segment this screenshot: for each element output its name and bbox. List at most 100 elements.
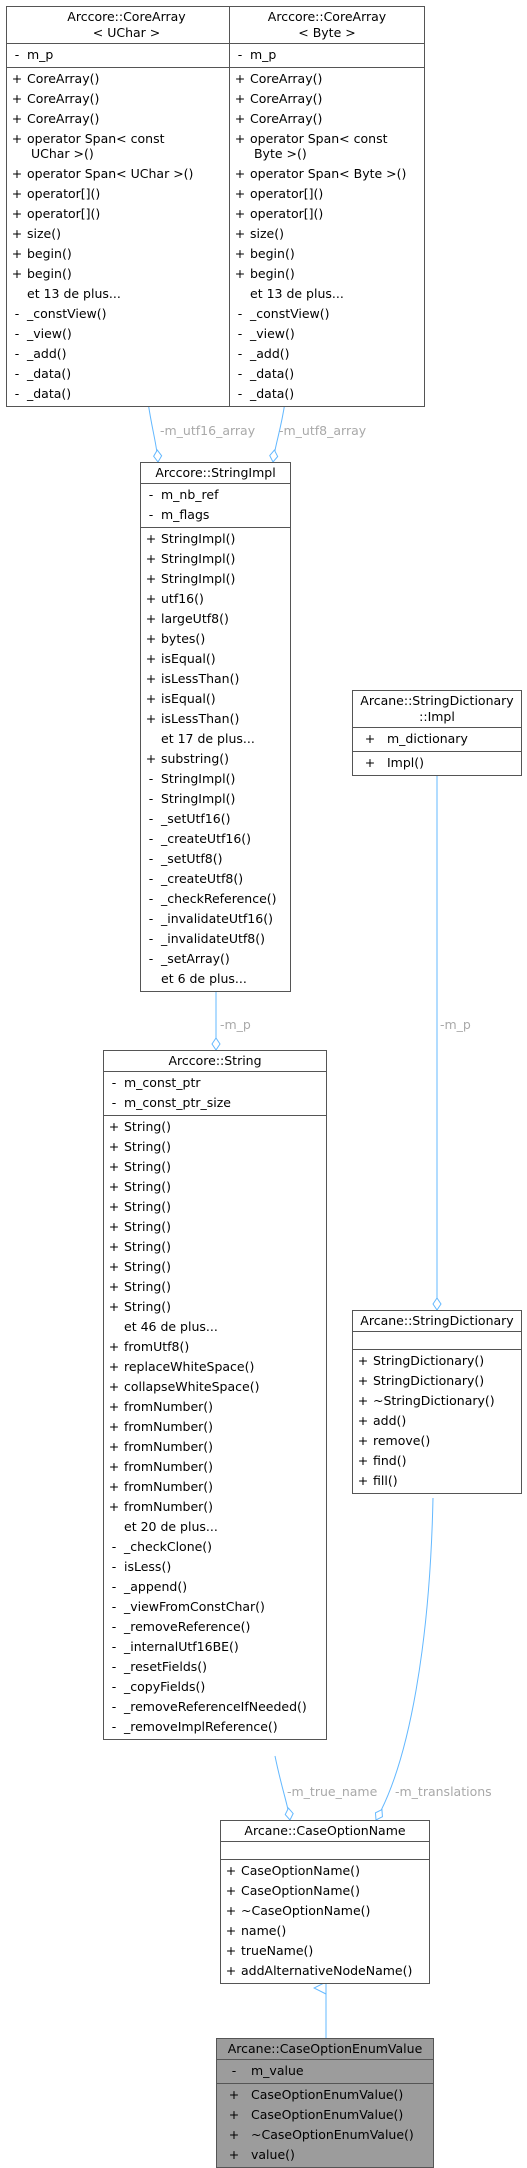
method-row[interactable]: -_createUtf16() xyxy=(141,829,290,849)
method-row[interactable]: +operator[]() xyxy=(230,204,424,224)
attribute-row[interactable]: -m_value xyxy=(217,2061,433,2081)
method-row[interactable]: -_checkReference() xyxy=(141,889,290,909)
method-row[interactable]: et 20 de plus... xyxy=(104,1517,326,1537)
method-row[interactable]: -_createUtf8() xyxy=(141,869,290,889)
method-row[interactable]: +begin() xyxy=(230,264,424,284)
method-row[interactable]: -_checkClone() xyxy=(104,1537,326,1557)
method-row[interactable]: et 13 de plus... xyxy=(7,284,246,304)
attribute-row[interactable]: -m_p xyxy=(7,45,246,65)
method-row[interactable]: +~CaseOptionName() xyxy=(221,1901,429,1921)
method-row[interactable]: et 46 de plus... xyxy=(104,1317,326,1337)
method-row[interactable]: -_add() xyxy=(7,344,246,364)
method-row[interactable]: -_internalUtf16BE() xyxy=(104,1637,326,1657)
method-row[interactable]: +operator[]() xyxy=(7,184,246,204)
method-row[interactable]: -_view() xyxy=(7,324,246,344)
method-row[interactable]: -_removeReferenceIfNeeded() xyxy=(104,1697,326,1717)
method-row[interactable]: +~StringDictionary() xyxy=(353,1391,521,1411)
method-row[interactable]: +fromNumber() xyxy=(104,1397,326,1417)
method-row[interactable]: +String() xyxy=(104,1217,326,1237)
method-row[interactable]: -_viewFromConstChar() xyxy=(104,1597,326,1617)
method-row[interactable]: +CoreArray() xyxy=(7,89,246,109)
method-row[interactable]: UChar >() xyxy=(7,146,246,164)
method-row[interactable]: +operator Span< UChar >() xyxy=(7,164,246,184)
method-row[interactable]: +String() xyxy=(104,1177,326,1197)
attribute-row[interactable]: -m_flags xyxy=(141,505,290,525)
method-row[interactable]: +operator[]() xyxy=(230,184,424,204)
class-string-dictionary-impl[interactable]: Arcane::StringDictionary::Impl+m_diction… xyxy=(352,690,522,776)
method-row[interactable]: +CaseOptionEnumValue() xyxy=(217,2105,433,2125)
method-row[interactable]: +remove() xyxy=(353,1431,521,1451)
method-row[interactable]: +begin() xyxy=(230,244,424,264)
method-row[interactable]: -_constView() xyxy=(230,304,424,324)
method-row[interactable]: +operator Span< const xyxy=(230,129,424,149)
attribute-row[interactable]: +m_dictionary xyxy=(353,729,521,749)
method-row[interactable]: -_data() xyxy=(7,384,246,404)
method-row[interactable]: +~CaseOptionEnumValue() xyxy=(217,2125,433,2145)
method-row[interactable]: +fromNumber() xyxy=(104,1457,326,1477)
method-row[interactable]: +String() xyxy=(104,1297,326,1317)
method-row[interactable]: +substring() xyxy=(141,749,290,769)
method-row[interactable]: +collapseWhiteSpace() xyxy=(104,1377,326,1397)
method-row[interactable]: +isLessThan() xyxy=(141,709,290,729)
method-row[interactable]: +fromNumber() xyxy=(104,1437,326,1457)
method-row[interactable]: +StringImpl() xyxy=(141,569,290,589)
method-row[interactable]: +name() xyxy=(221,1921,429,1941)
method-row[interactable]: +trueName() xyxy=(221,1941,429,1961)
attribute-row[interactable]: -m_const_ptr_size xyxy=(104,1093,326,1113)
attribute-row[interactable]: -m_const_ptr xyxy=(104,1073,326,1093)
method-row[interactable]: +begin() xyxy=(7,244,246,264)
method-row[interactable]: +String() xyxy=(104,1137,326,1157)
method-row[interactable]: -_data() xyxy=(230,364,424,384)
class-case-option-name[interactable]: Arcane::CaseOptionName+CaseOptionName()+… xyxy=(220,1820,430,1984)
method-row[interactable]: et 6 de plus... xyxy=(141,969,290,989)
class-core-array-uchar[interactable]: Arccore::CoreArray< UChar >-m_p+CoreArra… xyxy=(6,6,247,407)
method-row[interactable]: +largeUtf8() xyxy=(141,609,290,629)
method-row[interactable]: +StringImpl() xyxy=(141,549,290,569)
method-row[interactable]: +isLessThan() xyxy=(141,669,290,689)
method-row[interactable]: -_add() xyxy=(230,344,424,364)
method-row[interactable]: -_view() xyxy=(230,324,424,344)
method-row[interactable]: +fill() xyxy=(353,1471,521,1491)
method-row[interactable]: Byte >() xyxy=(230,146,424,164)
method-row[interactable]: +String() xyxy=(104,1277,326,1297)
method-row[interactable]: +bytes() xyxy=(141,629,290,649)
method-row[interactable]: +StringDictionary() xyxy=(353,1351,521,1371)
method-row[interactable]: +CoreArray() xyxy=(230,69,424,89)
method-row[interactable]: +operator Span< Byte >() xyxy=(230,164,424,184)
method-row[interactable]: +String() xyxy=(104,1197,326,1217)
method-row[interactable]: +StringDictionary() xyxy=(353,1371,521,1391)
method-row[interactable]: +find() xyxy=(353,1451,521,1471)
method-row[interactable]: -StringImpl() xyxy=(141,789,290,809)
method-row[interactable]: et 17 de plus... xyxy=(141,729,290,749)
method-row[interactable]: +value() xyxy=(217,2145,433,2165)
method-row[interactable]: +operator[]() xyxy=(7,204,246,224)
method-row[interactable]: +add() xyxy=(353,1411,521,1431)
method-row[interactable]: -_invalidateUtf16() xyxy=(141,909,290,929)
attribute-row[interactable]: -m_p xyxy=(230,45,424,65)
method-row[interactable]: -isLess() xyxy=(104,1557,326,1577)
method-row[interactable]: +String() xyxy=(104,1157,326,1177)
method-row[interactable]: -_setUtf16() xyxy=(141,809,290,829)
method-row[interactable]: -_data() xyxy=(230,384,424,404)
method-row[interactable]: -_setUtf8() xyxy=(141,849,290,869)
method-row[interactable]: +fromNumber() xyxy=(104,1497,326,1517)
method-row[interactable]: -_data() xyxy=(7,364,246,384)
method-row[interactable]: -_setArray() xyxy=(141,949,290,969)
method-row[interactable]: +isEqual() xyxy=(141,689,290,709)
method-row[interactable]: +begin() xyxy=(7,264,246,284)
method-row[interactable]: +CoreArray() xyxy=(230,109,424,129)
method-row[interactable]: +String() xyxy=(104,1237,326,1257)
class-string[interactable]: Arccore::String-m_const_ptr-m_const_ptr_… xyxy=(103,1050,327,1740)
method-row[interactable]: +Impl() xyxy=(353,753,521,773)
method-row[interactable]: -_removeReference() xyxy=(104,1617,326,1637)
class-case-option-enum-value[interactable]: Arcane::CaseOptionEnumValue-m_value+Case… xyxy=(216,2038,434,2168)
method-row[interactable]: -StringImpl() xyxy=(141,769,290,789)
method-row[interactable]: +fromNumber() xyxy=(104,1417,326,1437)
method-row[interactable]: -_removeImplReference() xyxy=(104,1717,326,1737)
method-row[interactable]: -_invalidateUtf8() xyxy=(141,929,290,949)
class-string-impl[interactable]: Arccore::StringImpl-m_nb_ref-m_flags+Str… xyxy=(140,462,291,992)
method-row[interactable]: +replaceWhiteSpace() xyxy=(104,1357,326,1377)
method-row[interactable]: +fromUtf8() xyxy=(104,1337,326,1357)
method-row[interactable]: +CaseOptionName() xyxy=(221,1861,429,1881)
method-row[interactable]: -_resetFields() xyxy=(104,1657,326,1677)
